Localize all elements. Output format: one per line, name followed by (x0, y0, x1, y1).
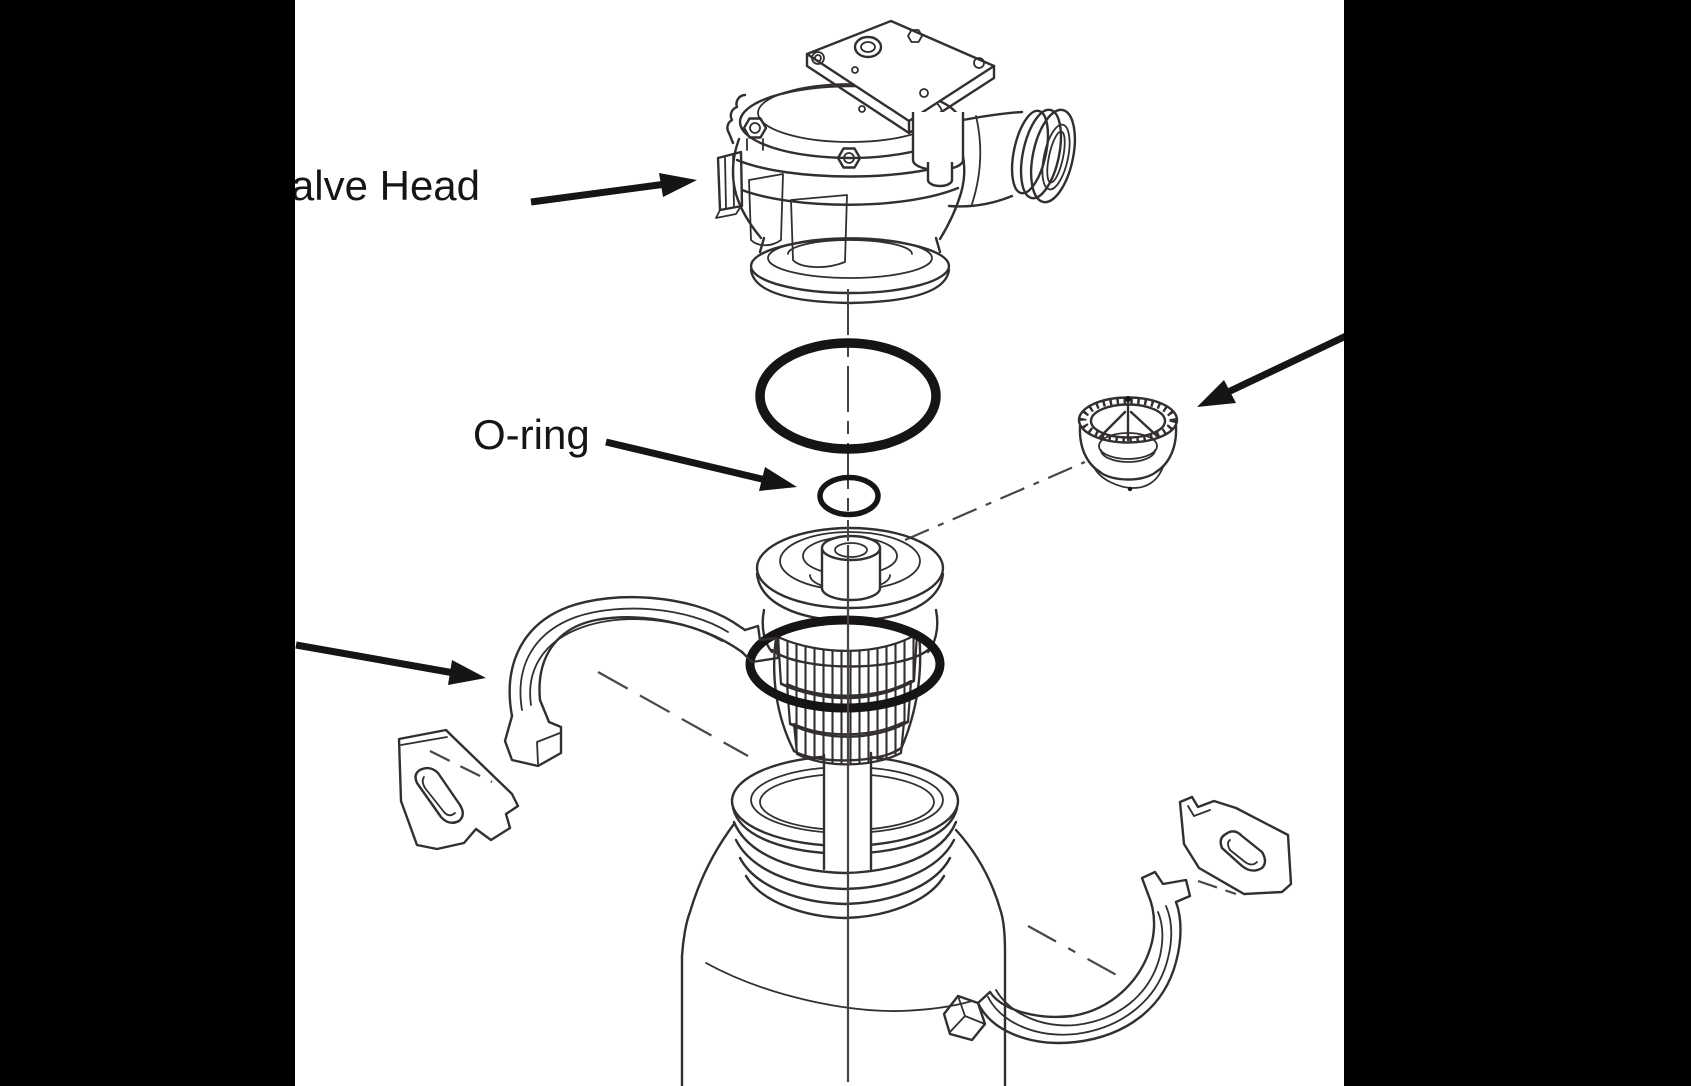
valve-head-label: Valve Head (266, 162, 481, 209)
large-o-ring-drawing (755, 338, 941, 454)
adapter-o-ring (745, 615, 945, 713)
valve-head-arrow (530, 173, 697, 206)
left-clamp-drawing (503, 596, 780, 768)
small-o-ring-drawing (817, 474, 881, 518)
o-ring-arrow (605, 438, 797, 491)
left-clip-drawing (397, 728, 520, 851)
tank-drawing (680, 754, 1007, 1086)
distributor-basket-drawing (1077, 396, 1179, 492)
valve-head-drawing (715, 19, 1077, 305)
o-ring-label: O-ring (473, 411, 590, 458)
right-clip-drawing (1178, 795, 1293, 896)
basket-arrow (1197, 332, 1348, 407)
right-clamp-drawing (942, 870, 1192, 1045)
left-letterbox-bar (0, 0, 295, 1086)
tank-adapter-drawing (745, 526, 945, 766)
clamp-arrow (295, 641, 486, 685)
right-letterbox-bar (1344, 0, 1691, 1086)
alignment-dash-lines (429, 460, 1237, 979)
